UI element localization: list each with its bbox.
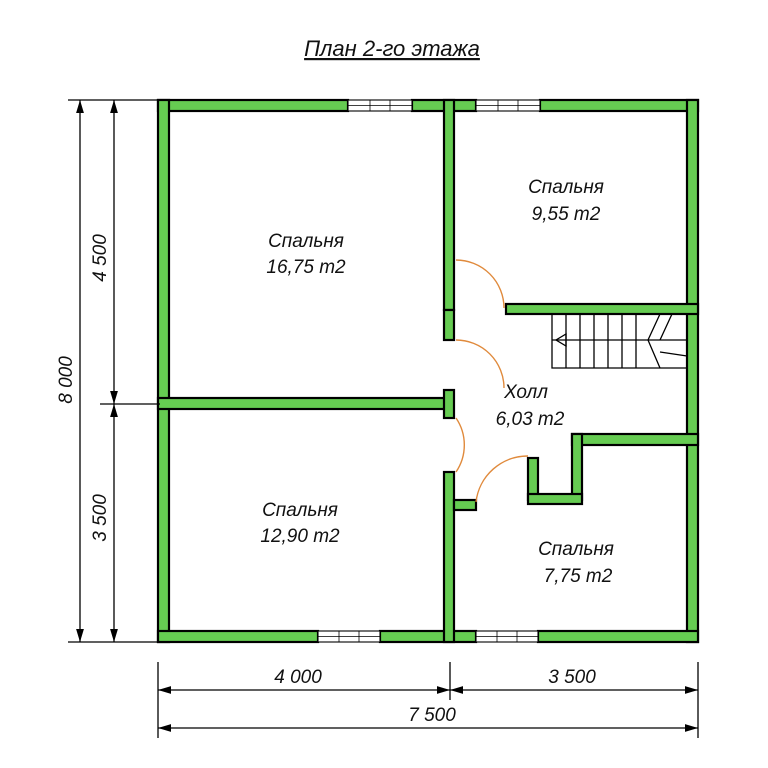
door-arc-bedroom-left bbox=[455, 339, 505, 389]
window-bottom-right bbox=[475, 630, 539, 643]
wall-bedroom4-left bbox=[570, 432, 584, 502]
dim-left-top: 4 500 bbox=[90, 234, 111, 282]
wall-center-upper-mid bbox=[442, 308, 456, 342]
wall-top-a bbox=[156, 98, 350, 113]
staircase bbox=[551, 313, 688, 369]
wall-right bbox=[685, 98, 700, 644]
dim-bottom-right: 3 500 bbox=[548, 667, 596, 688]
wall-center-top bbox=[442, 98, 456, 312]
wall-stair-top bbox=[504, 302, 700, 316]
window-bottom-left bbox=[317, 630, 381, 643]
window-top-right bbox=[475, 99, 541, 112]
stair-outline bbox=[551, 314, 688, 369]
dim-bottom-left: 4 000 bbox=[274, 667, 322, 688]
window-top-left bbox=[347, 99, 413, 112]
wall-bottom-c bbox=[536, 629, 700, 644]
door-arc-bedroom-bottom-left bbox=[455, 417, 466, 473]
doors bbox=[455, 259, 529, 503]
wall-center-lower-mid bbox=[442, 388, 456, 420]
room-area-bedroom-3: 12,90 m2 bbox=[260, 526, 340, 547]
door-arc-bedroom-bottom-right bbox=[475, 455, 529, 503]
wall-mid-horizontal bbox=[156, 396, 452, 411]
door-arc-bedroom-right bbox=[455, 259, 505, 309]
dimension-labels: 8 000 4 500 3 500 4 000 3 500 7 500 bbox=[56, 234, 596, 726]
wall-bottom-a bbox=[156, 629, 320, 644]
room-labels: Спальня 16,75 m2 Спальня 9,55 m2 Холл 6,… bbox=[260, 177, 614, 587]
stair-winder bbox=[647, 313, 688, 369]
wall-center-bottom bbox=[442, 470, 456, 644]
room-area-bedroom-1: 16,75 m2 bbox=[266, 257, 346, 278]
room-name-bedroom-2: Спальня bbox=[528, 177, 604, 198]
room-name-bedroom-4: Спальня bbox=[538, 539, 614, 560]
wall-top-c bbox=[538, 98, 700, 113]
dim-left-bottom: 3 500 bbox=[90, 494, 111, 542]
dimension-lines bbox=[68, 99, 699, 738]
windows bbox=[317, 99, 541, 643]
room-name-bedroom-1: Спальня bbox=[268, 231, 344, 252]
room-area-bedroom-2: 9,55 m2 bbox=[532, 204, 601, 225]
wall-left bbox=[156, 98, 171, 644]
room-name-hall: Холл bbox=[503, 382, 548, 403]
wall-bedroom4-top bbox=[570, 432, 700, 447]
page-title: План 2-го этажа bbox=[304, 36, 480, 61]
wall-hall-partition-foot bbox=[526, 492, 584, 506]
walls bbox=[156, 98, 700, 644]
room-area-hall: 6,03 m2 bbox=[496, 409, 565, 430]
room-name-bedroom-3: Спальня bbox=[262, 500, 338, 521]
wall-hall-stub bbox=[452, 498, 478, 512]
dim-left-total: 8 000 bbox=[56, 356, 77, 404]
dim-bottom-total: 7 500 bbox=[408, 705, 456, 726]
room-area-bedroom-4: 7,75 m2 bbox=[544, 566, 613, 587]
wall-bottom-b bbox=[378, 629, 478, 644]
stair-arrow bbox=[554, 332, 567, 348]
